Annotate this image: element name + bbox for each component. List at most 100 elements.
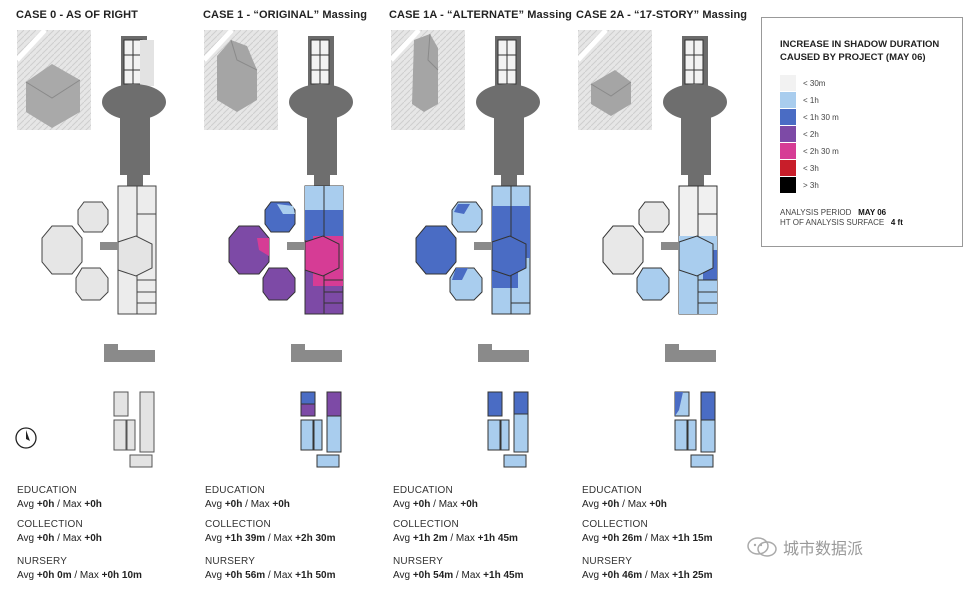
section-bar xyxy=(104,344,155,362)
case-1a-diagram xyxy=(389,28,540,468)
stat-category: EDUCATION xyxy=(17,485,77,496)
avg-label: Avg xyxy=(17,570,37,581)
stat-collection: COLLECTION Avg +1h 2m / Max +1h 45m xyxy=(393,518,518,546)
nursery-plan xyxy=(300,391,342,468)
max-value: +0h xyxy=(84,499,102,510)
context-axonometric xyxy=(202,28,278,130)
stat-education: EDUCATION Avg +0h / Max +0h xyxy=(393,484,478,512)
watermark: 城市数据派 xyxy=(745,535,863,559)
legend-label: < 1h xyxy=(803,95,819,105)
stat-collection: COLLECTION Avg +0h 26m / Max +1h 15m xyxy=(582,518,712,546)
max-value: +1h 45m xyxy=(477,533,518,544)
stat-nursery: NURSERY Avg +0h 54m / Max +1h 45m xyxy=(393,555,523,583)
legend-panel: INCREASE IN SHADOW DURATION CAUSED BY PR… xyxy=(761,17,963,247)
analysis-period-label: ANALYSIS PERIOD xyxy=(780,208,852,217)
avg-value: +0h 54m xyxy=(412,570,454,581)
avg-value: +0h xyxy=(36,533,55,544)
max-label: / Max xyxy=(265,570,296,581)
north-arrow-icon xyxy=(15,427,37,449)
legend-label: < 2h 30 m xyxy=(803,146,839,156)
stat-education: EDUCATION Avg +0h / Max +0h xyxy=(582,484,667,512)
site-plan xyxy=(602,185,718,315)
legend-label: < 1h 30 m xyxy=(803,112,839,122)
wechat-icon xyxy=(747,537,777,557)
case-1-diagram xyxy=(202,28,353,468)
tower-elevation xyxy=(476,36,540,187)
stat-category: NURSERY xyxy=(17,556,68,567)
stat-nursery: NURSERY Avg +0h 0m / Max +0h 10m xyxy=(17,555,142,583)
stat-category: COLLECTION xyxy=(205,519,271,530)
stat-collection: COLLECTION Avg +0h / Max +0h xyxy=(17,518,102,546)
avg-label: Avg xyxy=(205,570,225,581)
stat-category: NURSERY xyxy=(393,556,444,567)
avg-label: Avg xyxy=(582,533,602,544)
legend-label: < 2h xyxy=(803,129,819,139)
nursery-plan xyxy=(487,391,529,468)
avg-value: +0h xyxy=(601,499,620,510)
legend-item: < 3h xyxy=(780,160,819,176)
tower-elevation xyxy=(289,36,353,187)
legend-item: < 1h xyxy=(780,92,819,108)
legend-swatch xyxy=(780,126,796,142)
max-value: +1h 25m xyxy=(672,570,713,581)
stat-category: COLLECTION xyxy=(582,519,648,530)
section-bar xyxy=(478,344,529,362)
case-2a-title: CASE 2A - “17-STORY” Massing xyxy=(576,9,748,21)
legend-item: < 2h xyxy=(780,126,819,142)
legend-label: < 3h xyxy=(803,163,819,173)
max-label: / Max xyxy=(642,533,673,544)
section-bar xyxy=(291,344,342,362)
avg-value: +0h 56m xyxy=(224,570,266,581)
max-value: +0h xyxy=(460,499,478,510)
max-value: +0h xyxy=(84,533,102,544)
shadow-study-diagrams xyxy=(15,28,727,468)
legend-item: < 2h 30 m xyxy=(780,143,839,159)
avg-label: Avg xyxy=(393,570,413,581)
max-label: / Max xyxy=(642,570,673,581)
section-bar xyxy=(665,344,716,362)
stat-category: NURSERY xyxy=(582,556,633,567)
avg-value: +0h xyxy=(36,499,55,510)
max-label: / Max xyxy=(242,499,273,510)
analysis-period: ANALYSIS PERIOD MAY 06 xyxy=(780,208,886,217)
legend-swatch xyxy=(780,109,796,125)
legend-label: < 30m xyxy=(803,78,826,88)
site-plan xyxy=(41,185,157,315)
max-label: / Max xyxy=(447,533,478,544)
context-axonometric xyxy=(15,28,91,130)
avg-label: Avg xyxy=(17,533,37,544)
case-0-diagram xyxy=(15,28,166,468)
stat-education: EDUCATION Avg +0h / Max +0h xyxy=(205,484,290,512)
stat-category: EDUCATION xyxy=(393,485,453,496)
legend-swatch xyxy=(780,177,796,193)
surface-label: HT OF ANALYSIS SURFACE xyxy=(780,218,885,227)
max-label: / Max xyxy=(453,570,484,581)
stat-category: EDUCATION xyxy=(582,485,642,496)
nursery-plan xyxy=(674,391,716,468)
avg-value: +0h 0m xyxy=(36,570,72,581)
case-1a-title: CASE 1A - “ALTERNATE” Massing xyxy=(389,9,572,21)
legend-swatch xyxy=(780,160,796,176)
avg-label: Avg xyxy=(393,499,413,510)
avg-value: +0h xyxy=(224,499,243,510)
tower-elevation xyxy=(663,36,727,187)
stat-category: COLLECTION xyxy=(17,519,83,530)
stat-nursery: NURSERY Avg +0h 56m / Max +1h 50m xyxy=(205,555,335,583)
max-label: / Max xyxy=(430,499,461,510)
stat-education: EDUCATION Avg +0h / Max +0h xyxy=(17,484,102,512)
stat-nursery: NURSERY Avg +0h 46m / Max +1h 25m xyxy=(582,555,712,583)
max-value: +0h xyxy=(649,499,667,510)
legend-label: > 3h xyxy=(803,180,819,190)
avg-label: Avg xyxy=(205,533,225,544)
stat-category: EDUCATION xyxy=(205,485,265,496)
nursery-plan xyxy=(113,391,155,468)
max-label: / Max xyxy=(71,570,102,581)
max-value: +1h 50m xyxy=(295,570,336,581)
avg-label: Avg xyxy=(205,499,225,510)
max-label: / Max xyxy=(54,499,85,510)
stat-category: COLLECTION xyxy=(393,519,459,530)
legend-title: INCREASE IN SHADOW DURATION CAUSED BY PR… xyxy=(780,39,940,63)
max-label: / Max xyxy=(54,533,85,544)
avg-value: +0h xyxy=(412,499,431,510)
analysis-surface: HT OF ANALYSIS SURFACE 4 ft xyxy=(780,218,903,227)
